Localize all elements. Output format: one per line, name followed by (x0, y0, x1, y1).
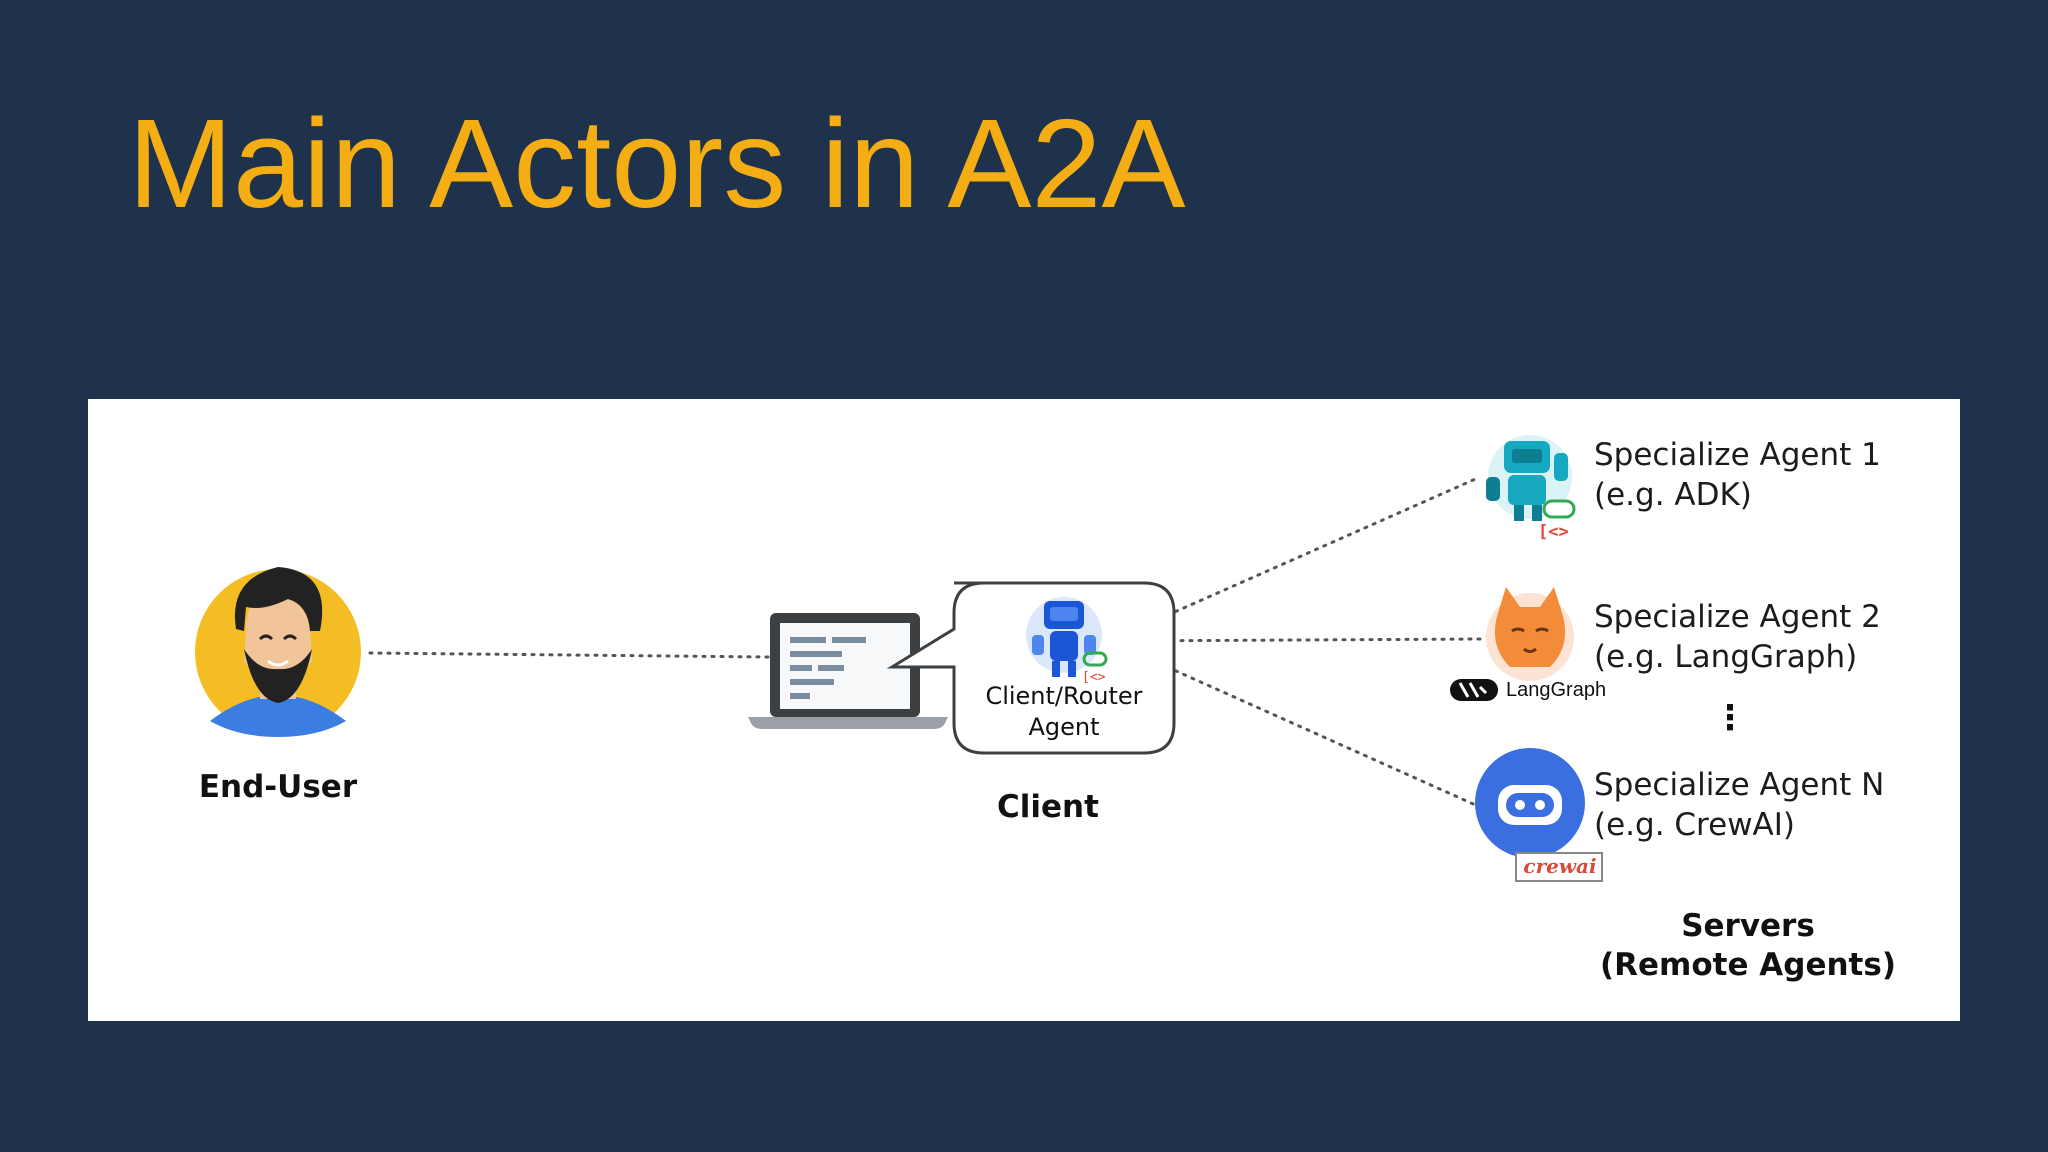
servers-label: Servers (Remote Agents) (1588, 907, 1908, 985)
connector-router-agent1 (1116, 475, 1482, 639)
robot-bubble-icon (1475, 748, 1603, 882)
connector-router-agentn (1116, 643, 1482, 809)
connector-router-agent2 (1116, 637, 1482, 643)
fox-icon (1450, 587, 1574, 701)
diagram-panel: [<> [<> ⋮ (88, 399, 1960, 1021)
crewai-logo-text: crewai (1523, 854, 1597, 878)
servers-label-line2: (Remote Agents) (1599, 946, 1896, 983)
agent-1-label: Specialize Agent 1 (e.g. ADK) (1594, 435, 1881, 516)
laptop-icon (748, 613, 948, 729)
slide-title: Main Actors in A2A (128, 93, 1186, 234)
ellipsis-icon: ⋮ (1713, 698, 1747, 738)
router-agent-label-line1: Client/Router (985, 682, 1143, 710)
agent-n-label: Specialize Agent N (e.g. CrewAI) (1594, 765, 1884, 846)
end-user-label: End-User (198, 769, 358, 805)
agent-n-example: (e.g. CrewAI) (1594, 807, 1795, 844)
svg-text:[<>: [<> (1082, 670, 1106, 685)
langgraph-logo-text: LangGraph (1506, 679, 1607, 701)
router-agent-bubble (886, 581, 1176, 755)
agent-2-name: Specialize Agent 2 (1594, 599, 1881, 635)
router-agent-label-line2: Agent (1028, 713, 1100, 742)
connector-user-client (368, 651, 770, 659)
router-agent-label: Client/Router Agent (954, 681, 1174, 743)
agent-1-example: (e.g. ADK) (1594, 477, 1752, 514)
person-avatar-icon (195, 567, 361, 737)
servers-label-line1: Servers (1681, 908, 1815, 944)
diagram-canvas: [<> [<> ⋮ (195, 435, 1747, 882)
adk-robot-icon: [<> (1486, 435, 1576, 542)
agent-n-name: Specialize Agent N (1594, 767, 1885, 803)
svg-text:[<>: [<> (1538, 522, 1569, 542)
agent-1-name: Specialize Agent 1 (1594, 437, 1881, 473)
robot-icon: [<> (1026, 597, 1108, 685)
agent-2-example: (e.g. LangGraph) (1594, 639, 1858, 676)
agent-2-label: Specialize Agent 2 (e.g. LangGraph) (1594, 597, 1881, 678)
client-label: Client (997, 789, 1099, 825)
